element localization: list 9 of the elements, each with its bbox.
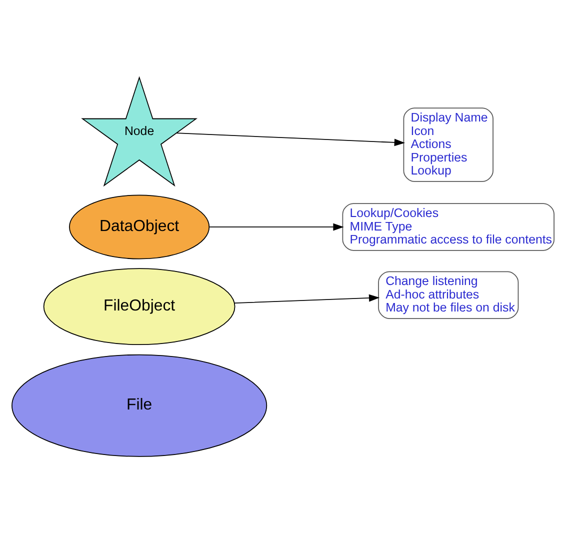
node-ellipse: File <box>12 354 268 456</box>
arrow <box>234 294 380 303</box>
arrow <box>176 132 405 146</box>
node-box: Change listening Ad-hoc attributes May not be files on disk <box>378 270 519 318</box>
node-box: Lookup/Cookies MIME Type Programmatic access to file contents <box>342 202 554 250</box>
node-ellipse: FileObject <box>43 268 236 345</box>
arrow <box>209 222 344 230</box>
node-box: Display Name Icon Actions Properties Lookup <box>403 107 494 182</box>
node-ellipse: DataObject <box>69 194 210 259</box>
